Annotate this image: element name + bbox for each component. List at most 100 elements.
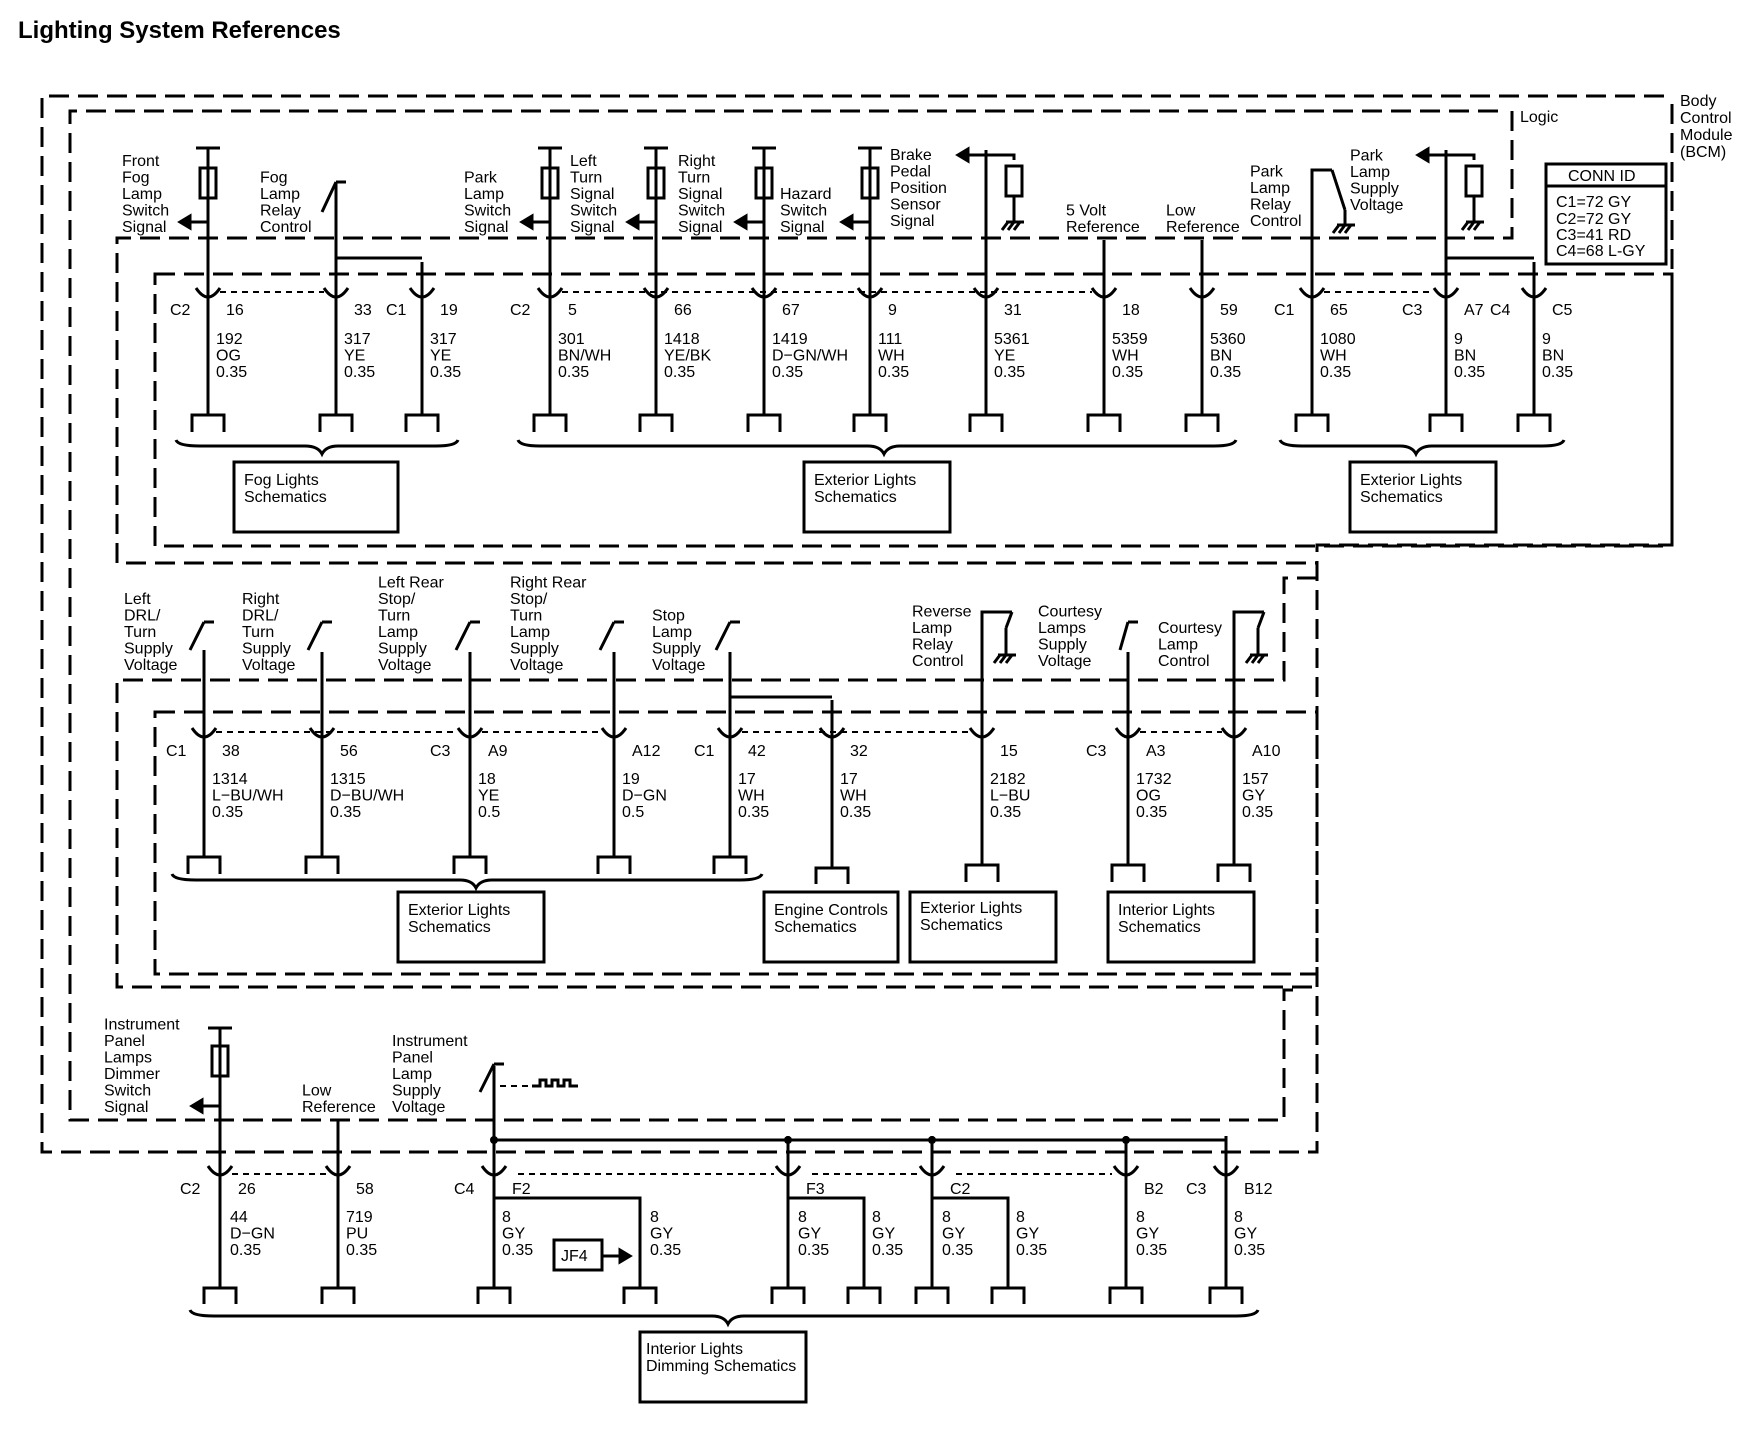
svg-text:1314: 1314 — [212, 771, 248, 788]
svg-text:0.35: 0.35 — [1242, 804, 1273, 821]
svg-text:Panel: Panel — [392, 1050, 433, 1067]
svg-text:5360: 5360 — [1210, 331, 1246, 348]
svg-text:17: 17 — [738, 771, 756, 788]
connector-3-1: C4 — [454, 1181, 475, 1198]
svg-text:8: 8 — [650, 1209, 659, 1226]
svg-text:Instrument: Instrument — [104, 1017, 180, 1034]
svg-text:Lamp: Lamp — [1250, 180, 1290, 197]
svg-text:0.35: 0.35 — [942, 1242, 973, 1259]
section1-schematic-boxes — [232, 460, 1498, 534]
conn-id-box: CONN ID C1=72 GY C2=72 GY C3=41 RD C4=68… — [1544, 162, 1668, 266]
pin-1-7: 31 — [1004, 302, 1022, 319]
svg-text:Exterior Lights: Exterior Lights — [814, 472, 916, 489]
svg-text:Dimmer: Dimmer — [104, 1066, 161, 1083]
svg-text:0.35: 0.35 — [1016, 1242, 1047, 1259]
svg-text:Park: Park — [1250, 164, 1284, 181]
pin-1-0: 16 — [226, 302, 244, 319]
svg-text:Supply: Supply — [242, 641, 291, 658]
connector-2-0: C1 — [166, 743, 187, 760]
svg-text:GY: GY — [1016, 1226, 1039, 1243]
svg-text:YE: YE — [478, 788, 499, 805]
svg-text:8: 8 — [502, 1209, 511, 1226]
section1-pin-cups — [194, 287, 1548, 299]
svg-text:Relay: Relay — [260, 203, 301, 220]
svg-text:44: 44 — [230, 1209, 248, 1226]
svg-text:Stop/: Stop/ — [378, 591, 416, 608]
section2-signal-labels: LeftDRL/TurnSupplyVoltageRightDRL/TurnSu… — [124, 575, 1222, 675]
svg-text:CONN ID: CONN ID — [1568, 168, 1636, 185]
logic-outline-1 — [115, 111, 1514, 565]
svg-text:Reference: Reference — [1066, 219, 1140, 236]
pin-1-8: 18 — [1122, 302, 1140, 319]
connector-2-1: C3 — [430, 743, 451, 760]
svg-text:0.35: 0.35 — [878, 364, 909, 381]
svg-text:D−GN: D−GN — [622, 788, 667, 805]
svg-text:Signal: Signal — [570, 186, 614, 203]
svg-text:Turn: Turn — [678, 170, 710, 187]
svg-text:Lamps: Lamps — [1038, 620, 1086, 637]
svg-text:GY: GY — [942, 1226, 965, 1243]
svg-text:Courtesy: Courtesy — [1038, 604, 1102, 621]
svg-text:Turn: Turn — [242, 624, 274, 641]
svg-text:YE: YE — [430, 348, 451, 365]
svg-text:Courtesy: Courtesy — [1158, 620, 1222, 637]
svg-text:WH: WH — [878, 348, 905, 365]
pin-1-11: A7 — [1464, 302, 1484, 319]
connector-2-2: C1 — [694, 743, 715, 760]
svg-text:WH: WH — [1112, 348, 1139, 365]
svg-text:C2=72 GY: C2=72 GY — [1556, 211, 1631, 228]
svg-text:Switch: Switch — [104, 1083, 151, 1100]
svg-text:Right Rear: Right Rear — [510, 575, 587, 592]
svg-text:Reference: Reference — [1166, 219, 1240, 236]
svg-text:OG: OG — [216, 348, 241, 365]
section2-terminals — [170, 855, 1252, 892]
section1-wires — [196, 146, 1536, 415]
svg-text:0.35: 0.35 — [346, 1242, 377, 1259]
svg-text:Park: Park — [464, 170, 498, 187]
pin-2-6: 15 — [1000, 743, 1018, 760]
pin-1-6: 9 — [888, 302, 897, 319]
svg-text:Schematics: Schematics — [244, 489, 327, 506]
svg-text:8: 8 — [1234, 1209, 1243, 1226]
svg-text:Voltage: Voltage — [378, 657, 431, 674]
svg-text:D−GN: D−GN — [230, 1226, 275, 1243]
logic-label: Logic — [1520, 109, 1558, 126]
section3-arrow — [189, 1097, 633, 1265]
pin-3-0: 26 — [238, 1181, 256, 1198]
svg-text:Lamp: Lamp — [464, 186, 504, 203]
connector-1-2: C2 — [510, 302, 531, 319]
svg-text:Schematics: Schematics — [774, 919, 857, 936]
svg-text:BN: BN — [1542, 348, 1564, 365]
section1-signal-labels: FrontFogLampSwitchSignalFogLampRelayCont… — [122, 147, 1403, 236]
svg-text:Lamp: Lamp — [912, 620, 952, 637]
svg-text:L−BU/WH: L−BU/WH — [212, 788, 284, 805]
svg-text:719: 719 — [346, 1209, 373, 1226]
svg-text:Switch: Switch — [678, 203, 725, 220]
svg-text:Voltage: Voltage — [392, 1099, 445, 1116]
svg-text:Switch: Switch — [464, 203, 511, 220]
svg-text:1732: 1732 — [1136, 771, 1172, 788]
svg-text:Fog: Fog — [260, 170, 288, 187]
svg-text:GY: GY — [1242, 788, 1265, 805]
svg-text:DRL/: DRL/ — [124, 608, 161, 625]
svg-text:1419: 1419 — [772, 331, 808, 348]
pin-2-2: A9 — [488, 743, 508, 760]
svg-text:OG: OG — [1136, 788, 1161, 805]
svg-text:19: 19 — [622, 771, 640, 788]
connector-1-4: C3 — [1402, 302, 1423, 319]
svg-text:0.35: 0.35 — [1112, 364, 1143, 381]
svg-text:GY: GY — [798, 1226, 821, 1243]
svg-text:2182: 2182 — [990, 771, 1026, 788]
svg-text:Left Rear: Left Rear — [378, 575, 444, 592]
section1-arrows — [177, 146, 1446, 231]
